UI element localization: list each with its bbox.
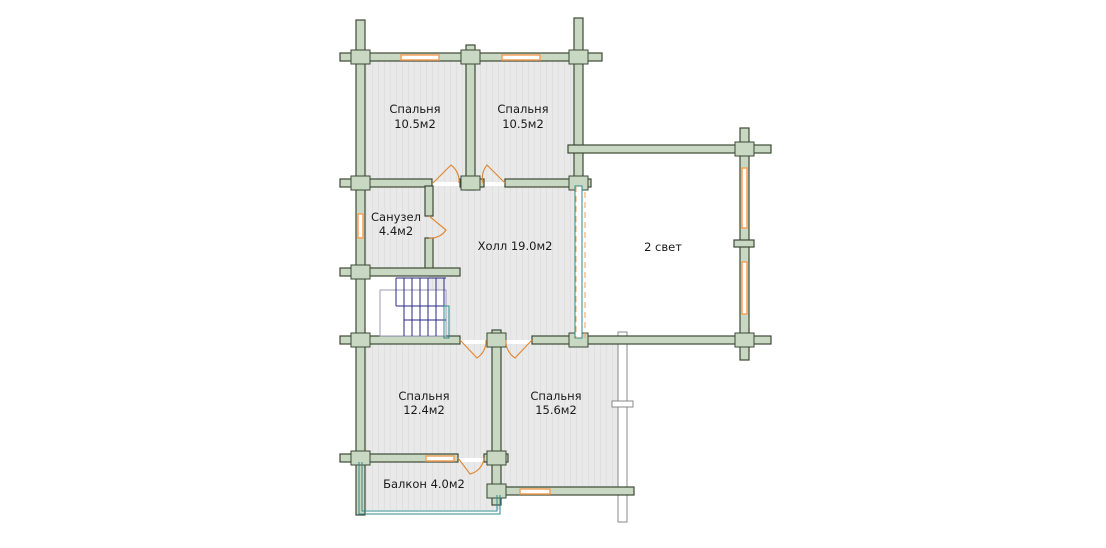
floor-bathroom (363, 186, 429, 270)
label-hall: Холл 19.0м2 (478, 239, 553, 253)
door-bed1 (432, 164, 460, 184)
label-bedroom-3-name: Спальня (398, 389, 449, 403)
staircase (379, 277, 450, 339)
wall-bed-divider (465, 44, 476, 191)
log-ends (350, 49, 755, 499)
wall-bath-bottom (339, 267, 461, 277)
wall-2light-top (567, 144, 772, 154)
door-bed2 (481, 164, 506, 184)
door-bed3 (459, 339, 487, 359)
window-bath (357, 213, 364, 239)
room-labels: Спальня 10.5м2 Спальня 10.5м2 Санузел 4.… (371, 102, 682, 491)
floor-bedroom-3 (363, 344, 493, 458)
wall-bath-right-low (424, 237, 434, 271)
window-bed2 (501, 54, 541, 61)
label-bedroom-4-name: Спальня (530, 389, 581, 403)
door-balcony (457, 457, 485, 475)
wall-2light-right-tie (733, 239, 755, 248)
label-bathroom-area: 4.4м2 (379, 224, 413, 238)
floor-bedroom-2 (474, 60, 580, 182)
window-2light-b (741, 261, 748, 315)
balcony-railing (358, 462, 501, 515)
floor-bedroom-1 (363, 60, 467, 182)
doors (428, 164, 533, 475)
door-bed4 (505, 339, 533, 359)
windows (357, 54, 748, 495)
label-balcony: Балкон 4.0м2 (383, 477, 465, 491)
glazing-hall (574, 185, 586, 339)
exterior-railing (611, 331, 634, 523)
label-bedroom-1-area: 10.5м2 (394, 117, 436, 131)
floor-bedroom-4 (500, 344, 618, 488)
label-bedroom-4-area: 15.6м2 (535, 403, 577, 417)
label-second-light: 2 свет (644, 240, 682, 254)
label-bedroom-2-name: Спальня (497, 102, 548, 116)
wall-mid-left (339, 178, 433, 188)
window-bed1 (400, 54, 440, 61)
wall-lower-divider (491, 329, 502, 506)
label-bedroom-2-area: 10.5м2 (502, 117, 544, 131)
wall-bath-right (424, 185, 434, 217)
door-bath (428, 215, 447, 239)
window-bed3 (425, 455, 455, 462)
window-bed4 (519, 488, 551, 495)
floor-hall (429, 186, 579, 340)
label-bathroom-name: Санузел (371, 210, 421, 224)
label-bedroom-3-area: 12.4м2 (403, 403, 445, 417)
window-2light-a (741, 167, 748, 229)
wall-bed2-right (573, 17, 584, 187)
wall-bed4-bottom (487, 486, 635, 496)
label-bedroom-1-name: Спальня (389, 102, 440, 116)
